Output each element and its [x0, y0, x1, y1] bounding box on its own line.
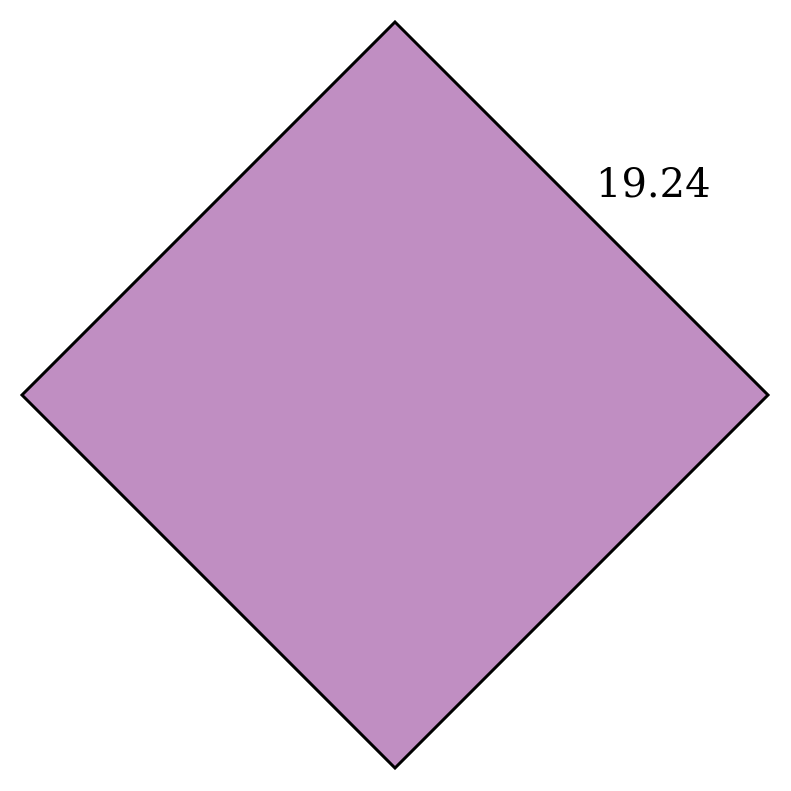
square-shape [19, 19, 771, 771]
side-length-label: 19.24 [596, 161, 711, 207]
